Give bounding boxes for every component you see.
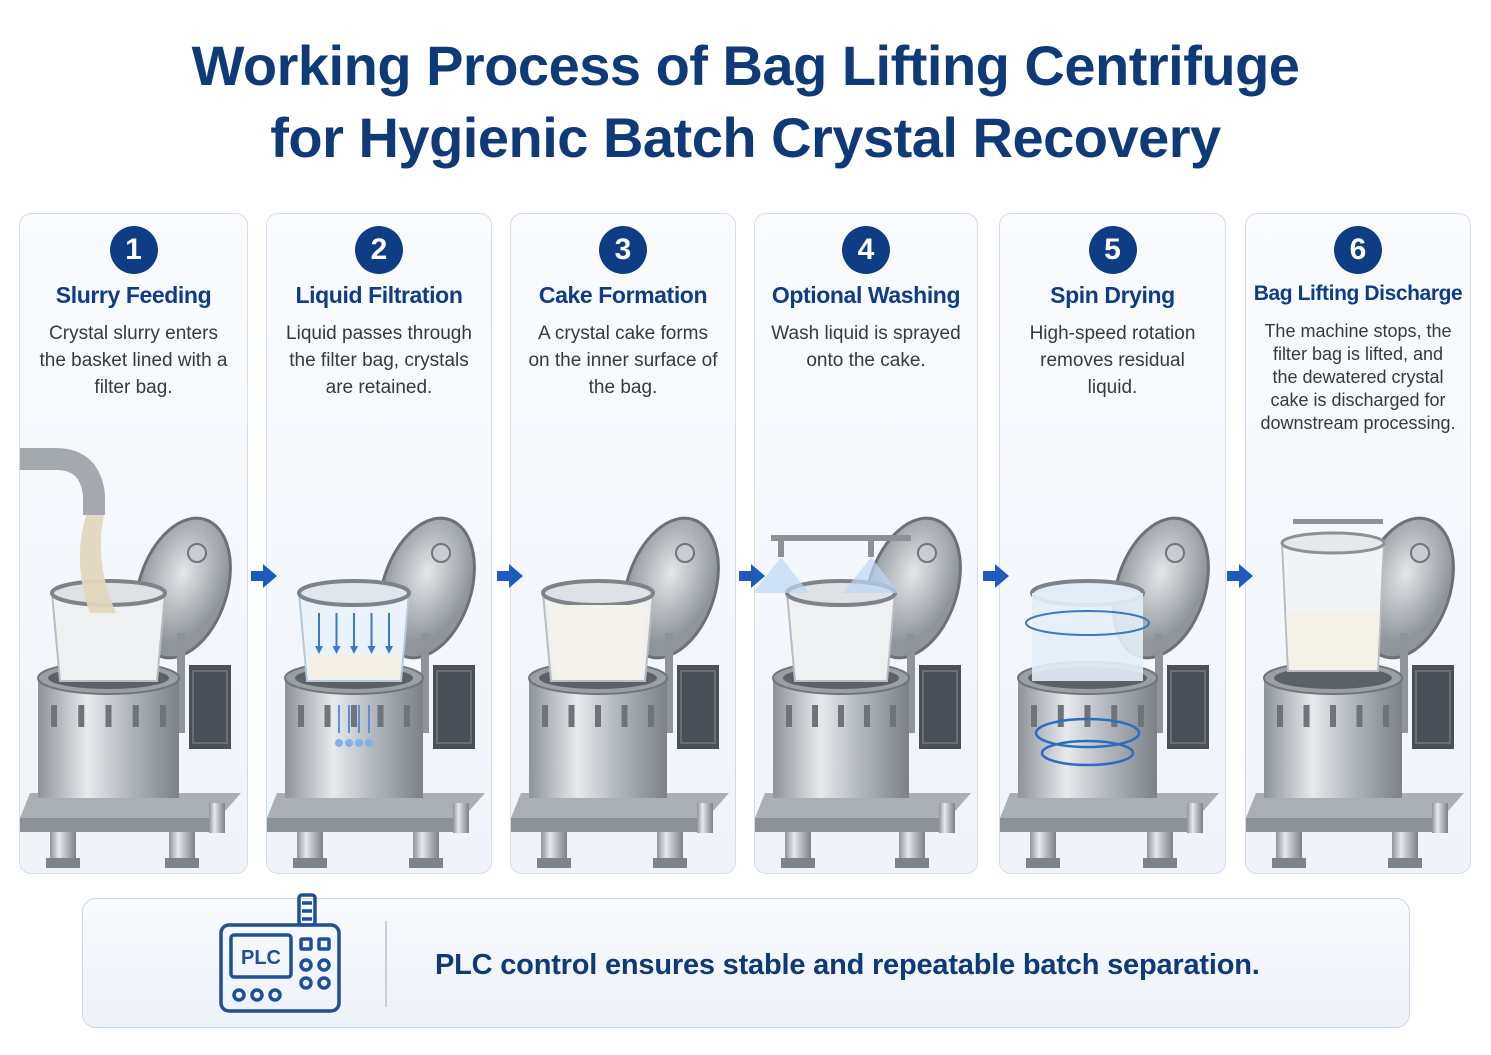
step-number-badge: 4 [842,226,890,274]
page-title: Working Process of Bag Lifting Centrifug… [0,30,1491,174]
step-number-badge: 2 [355,226,403,274]
plc-controller-icon: PLC [219,893,341,1013]
step-title: Slurry Feeding [55,282,212,308]
centrifuge-illustration [20,443,247,873]
title-line-1: Working Process of Bag Lifting Centrifug… [191,34,1300,97]
centrifuge-illustration [1246,443,1470,873]
right-arrow-icon [739,564,765,588]
step-description: Wash liquid is sprayed onto the cake. [771,323,961,371]
step-number-badge: 3 [599,226,647,274]
plc-info-box: PLC PLC control ensures stable and repea… [82,893,1410,1028]
step-number-badge: 5 [1088,226,1137,274]
step-number-badge: 1 [109,226,158,274]
step-description: The machine stops, the filter bag is lif… [1260,321,1456,433]
step-number-badge: 6 [1334,226,1382,274]
plc-icon-label: PLC [241,947,281,969]
step-title: Optional Washing [771,282,961,308]
right-arrow-icon [251,564,277,588]
step-description: Liquid passes through the filter bag, cr… [286,323,472,398]
step-description: High-speed rotation removes residual liq… [1029,323,1196,398]
step-title: Bag Lifting Discharge [1253,282,1463,305]
plc-statement: PLC control ensures stable and repeatabl… [435,949,1260,981]
step-title: Cake Formation [538,282,708,308]
centrifuge-illustration [755,443,977,873]
centrifuge-illustration [511,443,735,873]
right-arrow-icon [497,564,523,588]
centrifuge-illustration [1000,443,1225,873]
step-description: A crystal cake forms on the inner surfac… [528,323,718,398]
divider [385,921,387,1007]
right-arrow-icon [983,564,1009,588]
step-title: Liquid Filtration [295,282,463,308]
right-arrow-icon [1227,564,1253,588]
title-line-2: for Hygienic Batch Crystal Recovery [270,106,1221,169]
step-description: Crystal slurry enters the basket lined w… [39,323,228,398]
step-title: Spin Drying [1050,282,1175,308]
centrifuge-illustration [267,443,491,873]
